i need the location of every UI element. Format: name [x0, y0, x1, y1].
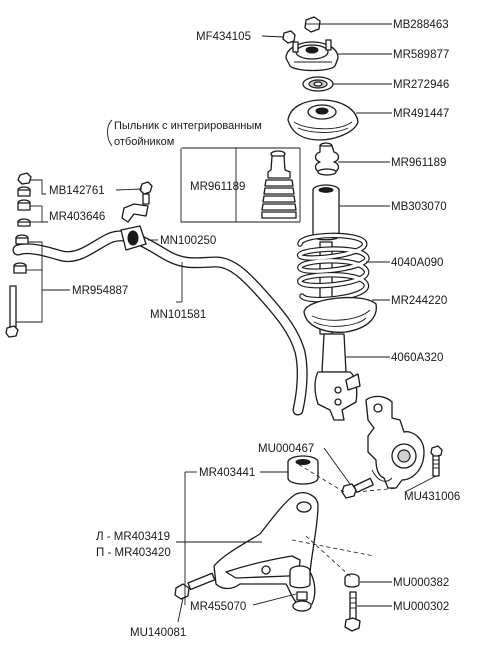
- leader-lines: [16, 23, 437, 623]
- label-mr244220: MR244220: [391, 295, 447, 307]
- coil-spring-part: [297, 232, 370, 303]
- label-mr954887: MR954887: [72, 285, 128, 297]
- label-mr961189-right: MR961189: [391, 157, 446, 169]
- label-mb303070: MB303070: [391, 201, 447, 213]
- note-line-1: Пыльник с интегрированным: [114, 120, 262, 132]
- label-mu000467: MU000467: [258, 443, 314, 455]
- stabilizer-bushing-part: [120, 225, 147, 251]
- label-mr455070: MR455070: [190, 601, 246, 613]
- label-4060a320: 4060A320: [391, 352, 443, 364]
- stabilizer-bar-part: [12, 230, 308, 416]
- label-mr403441: MR403441: [199, 467, 255, 479]
- bump-stop-right-part: [314, 142, 340, 176]
- boot-with-bump-stop-group: [180, 147, 301, 223]
- label-mu140081: MU140081: [130, 627, 186, 639]
- dust-boot-part: [261, 150, 297, 219]
- label-mr403646: MR403646: [49, 211, 105, 223]
- label-mb288463: MB288463: [393, 19, 449, 31]
- label-mr589877: MR589877: [393, 49, 449, 61]
- label-mu000382: MU000382: [393, 577, 449, 589]
- stabilizer-link-kit-part: [5, 172, 32, 338]
- dust-cover-tube-part: [312, 184, 340, 241]
- arm-bolt-part: [344, 591, 361, 632]
- upper-spring-seat-part: [287, 99, 359, 141]
- knuckle-bolt-part: [430, 445, 443, 477]
- small-nut-part: [282, 30, 296, 44]
- label-mu000302: MU000302: [393, 601, 449, 613]
- note-line-2: отбойником: [114, 136, 174, 148]
- arm-nut-part: [344, 573, 360, 588]
- label-mn100250: MN100250: [160, 235, 216, 247]
- label-mr961189-left: MR961189: [190, 181, 245, 193]
- label-4040a090: 4040A090: [391, 257, 443, 269]
- ball-joint-part: [289, 565, 312, 612]
- lower-arm-bushing-part: [287, 455, 319, 485]
- lower-control-arm-part: [213, 492, 319, 607]
- bracket-bolt-part: [139, 181, 153, 205]
- arm-pivot-bolt-part: [174, 572, 216, 600]
- label-mn101581: MN101581: [150, 309, 206, 321]
- label-mu431006: MU431006: [404, 491, 460, 503]
- label-lower-arm-left: Л - MR403419: [96, 531, 170, 543]
- label-mf434105: MF434105: [196, 31, 251, 43]
- label-lower-arm-right: П - MR403420: [96, 547, 171, 559]
- strut-bearing-part: [302, 76, 334, 92]
- stabilizer-bracket-part: [121, 203, 149, 223]
- lower-spring-seat-part: [303, 296, 377, 333]
- label-mr491447: MR491447: [393, 108, 449, 120]
- knuckle-nut-part: [341, 477, 374, 499]
- label-mr272946: MR272946: [393, 79, 449, 91]
- strut-lower-body-part: [314, 333, 361, 421]
- steering-knuckle-part: [365, 395, 425, 489]
- label-mb142761: MB142761: [49, 185, 105, 197]
- top-nut-part: [304, 16, 321, 33]
- strut-top-mount-part: [285, 39, 339, 72]
